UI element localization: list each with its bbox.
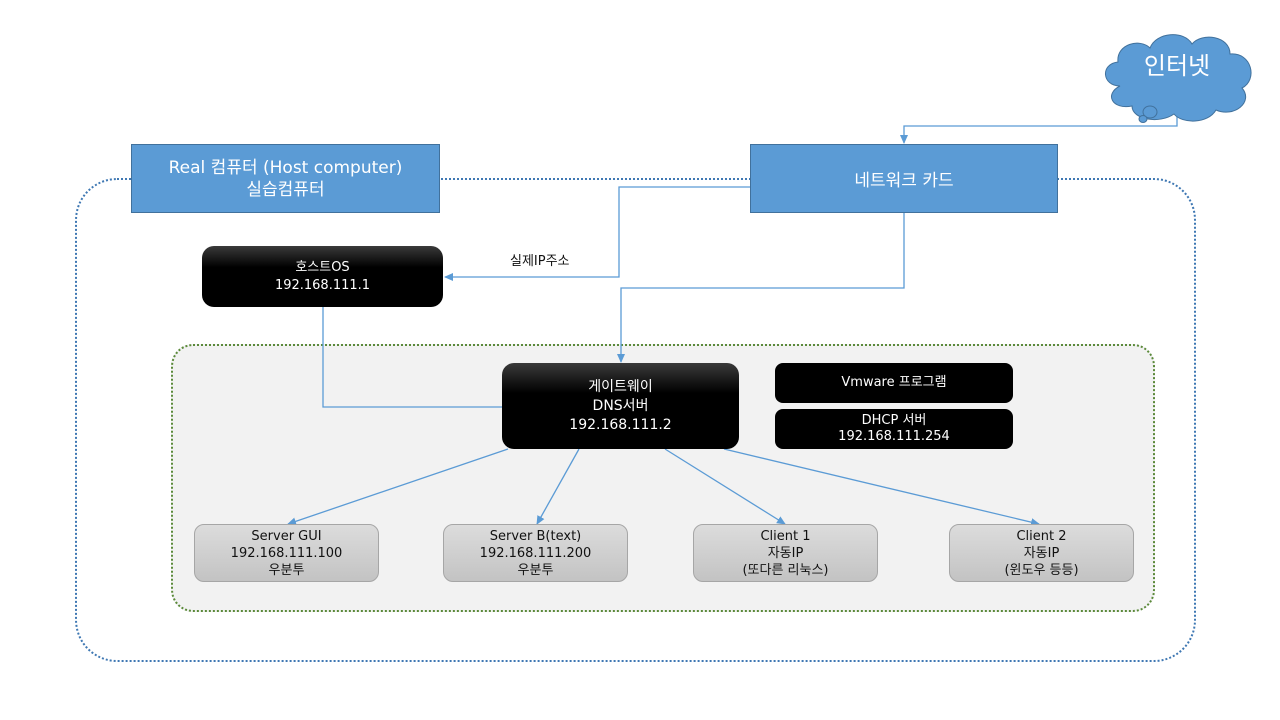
- server-b-node: Server B(text) 192.168.111.200 우분투: [443, 524, 628, 582]
- gateway-ip: 192.168.111.2: [569, 416, 672, 433]
- network-card-label: 네트워크 카드: [854, 171, 954, 191]
- host-computer-node: Real 컴퓨터 (Host computer) 실습컴퓨터: [131, 144, 440, 213]
- client-2-node: Client 2 자동IP (윈도우 등등): [949, 524, 1134, 582]
- node-os: (또다른 리눅스): [742, 562, 829, 578]
- host-computer-boundary: [75, 178, 1196, 662]
- host-os-title: 호스트OS: [295, 259, 350, 275]
- node-name: Server GUI: [251, 528, 322, 544]
- node-os: 우분투: [517, 562, 554, 578]
- gateway-node: 게이트웨이 DNS서버 192.168.111.2: [502, 363, 739, 449]
- host-computer-title: Real 컴퓨터 (Host computer): [168, 157, 403, 178]
- node-ip: 자동IP: [1023, 545, 1060, 561]
- client-1-node: Client 1 자동IP (또다른 리눅스): [693, 524, 878, 582]
- host-os-ip: 192.168.111.1: [274, 277, 371, 293]
- node-name: Client 2: [1016, 528, 1067, 544]
- gateway-dns: DNS서버: [592, 397, 649, 414]
- node-ip: 192.168.111.200: [479, 545, 592, 561]
- real-ip-label: 실제IP주소: [510, 254, 570, 269]
- gateway-title: 게이트웨이: [588, 378, 653, 395]
- host-os-node: 호스트OS 192.168.111.1: [202, 246, 443, 307]
- dhcp-server-node: DHCP 서버 192.168.111.254: [775, 409, 1013, 449]
- vmware-program-label: Vmware 프로그램: [841, 375, 947, 390]
- internet-label: 인터넷: [1143, 52, 1211, 80]
- host-computer-subtitle: 실습컴퓨터: [246, 179, 325, 200]
- node-ip: 자동IP: [767, 545, 804, 561]
- vmware-program-node: Vmware 프로그램: [775, 363, 1013, 403]
- node-name: Client 1: [760, 528, 811, 544]
- node-os: (윈도우 등등): [1004, 562, 1079, 578]
- node-ip: 192.168.111.100: [230, 545, 343, 561]
- network-card-node: 네트워크 카드: [750, 144, 1058, 213]
- node-os: 우분투: [268, 562, 305, 578]
- server-gui-node: Server GUI 192.168.111.100 우분투: [194, 524, 379, 582]
- dhcp-server-title: DHCP 서버: [861, 413, 927, 428]
- dhcp-server-ip: 192.168.111.254: [838, 429, 950, 444]
- node-name: Server B(text): [489, 528, 582, 544]
